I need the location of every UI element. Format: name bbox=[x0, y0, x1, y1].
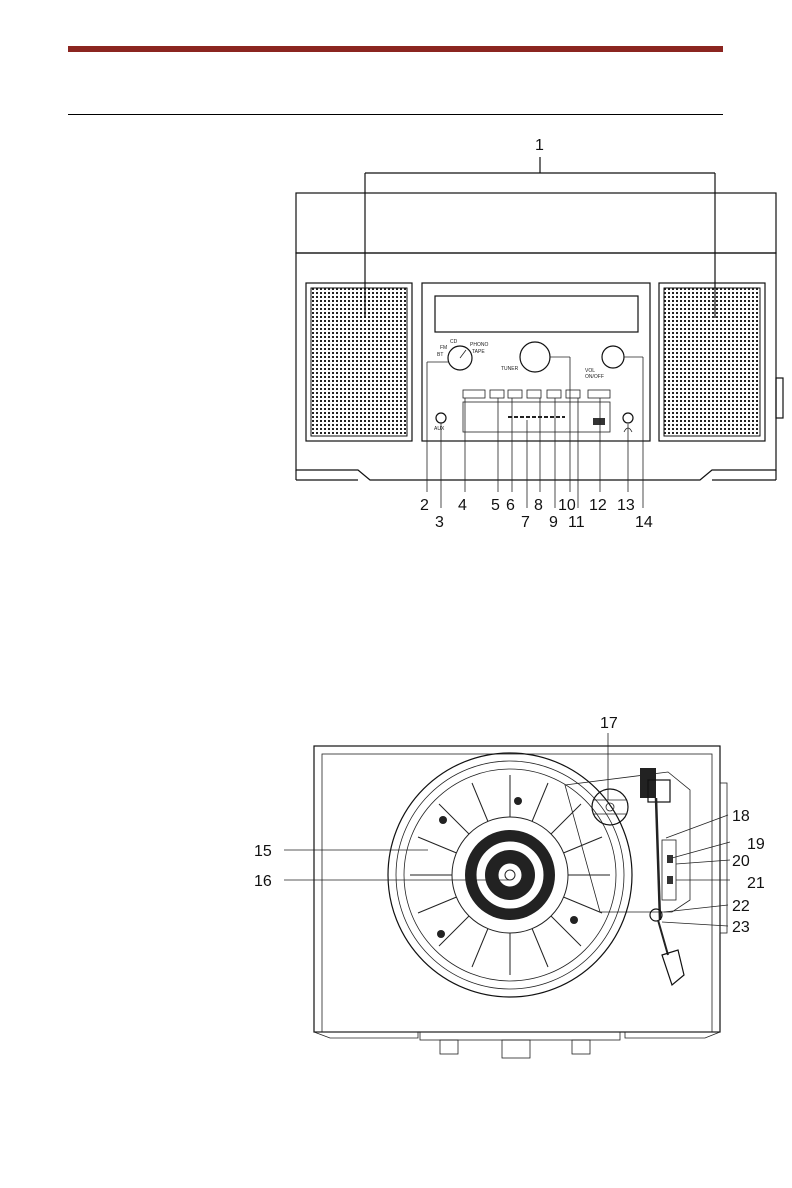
callout-8: 8 bbox=[534, 497, 543, 514]
button-9 bbox=[547, 390, 561, 398]
aux-jack bbox=[436, 413, 446, 423]
button-6 bbox=[508, 390, 522, 398]
callout-9: 9 bbox=[549, 514, 558, 531]
cartridge-headshell bbox=[662, 950, 684, 985]
callout-20: 20 bbox=[732, 853, 750, 870]
label-on-off: ON/OFF bbox=[585, 374, 604, 380]
lid bbox=[296, 193, 776, 253]
callout-17: 17 bbox=[600, 715, 618, 732]
callout-12: 12 bbox=[589, 497, 607, 514]
button-12 bbox=[588, 390, 610, 398]
callout-5: 5 bbox=[491, 497, 500, 514]
callout-4: 4 bbox=[458, 497, 467, 514]
callout-21: 21 bbox=[747, 875, 765, 892]
label-cd: CD bbox=[450, 339, 458, 345]
callout-13: 13 bbox=[617, 497, 635, 514]
top-view: 17 15 16 18 19 20 21 22 23 bbox=[254, 715, 765, 1058]
front-view: FM CD BT PHONO TAPE TUNER VOL ON/OFF bbox=[296, 137, 783, 531]
callout-16: 16 bbox=[254, 873, 272, 890]
cd-tray bbox=[463, 402, 610, 432]
label-tape: TAPE bbox=[472, 349, 485, 355]
callout-19: 19 bbox=[747, 836, 765, 853]
callout-10: 10 bbox=[558, 497, 576, 514]
arm-rest bbox=[662, 840, 676, 900]
label-bt: BT bbox=[437, 352, 443, 358]
platter bbox=[388, 753, 632, 997]
label-tuner: TUNER bbox=[501, 366, 519, 372]
side-control bbox=[776, 378, 783, 418]
callout-15: 15 bbox=[254, 843, 272, 860]
callout-23: 23 bbox=[732, 919, 750, 936]
callout-6: 6 bbox=[506, 497, 515, 514]
volume-knob bbox=[602, 346, 624, 368]
label-phono: PHONO bbox=[470, 342, 488, 348]
label-fm: FM bbox=[440, 345, 447, 351]
speaker-left bbox=[306, 283, 412, 441]
callout-18: 18 bbox=[732, 808, 750, 825]
tonearm bbox=[640, 768, 684, 985]
button-8 bbox=[527, 390, 541, 398]
tuner-knob bbox=[520, 342, 550, 372]
callout-3: 3 bbox=[435, 514, 444, 531]
button-4 bbox=[463, 390, 485, 398]
callout-2: 2 bbox=[420, 497, 429, 514]
speaker-right bbox=[659, 283, 765, 441]
label-aux: AUX bbox=[434, 426, 445, 432]
button-5 bbox=[490, 390, 504, 398]
button-row bbox=[463, 390, 610, 398]
callout-14: 14 bbox=[635, 514, 653, 531]
callout-7: 7 bbox=[521, 514, 530, 531]
callout-22: 22 bbox=[732, 898, 750, 915]
headphone-jack bbox=[623, 413, 633, 423]
display-window bbox=[435, 296, 638, 332]
callout-11: 11 bbox=[568, 514, 585, 531]
button-10 bbox=[566, 390, 580, 398]
callout-1: 1 bbox=[535, 137, 544, 154]
